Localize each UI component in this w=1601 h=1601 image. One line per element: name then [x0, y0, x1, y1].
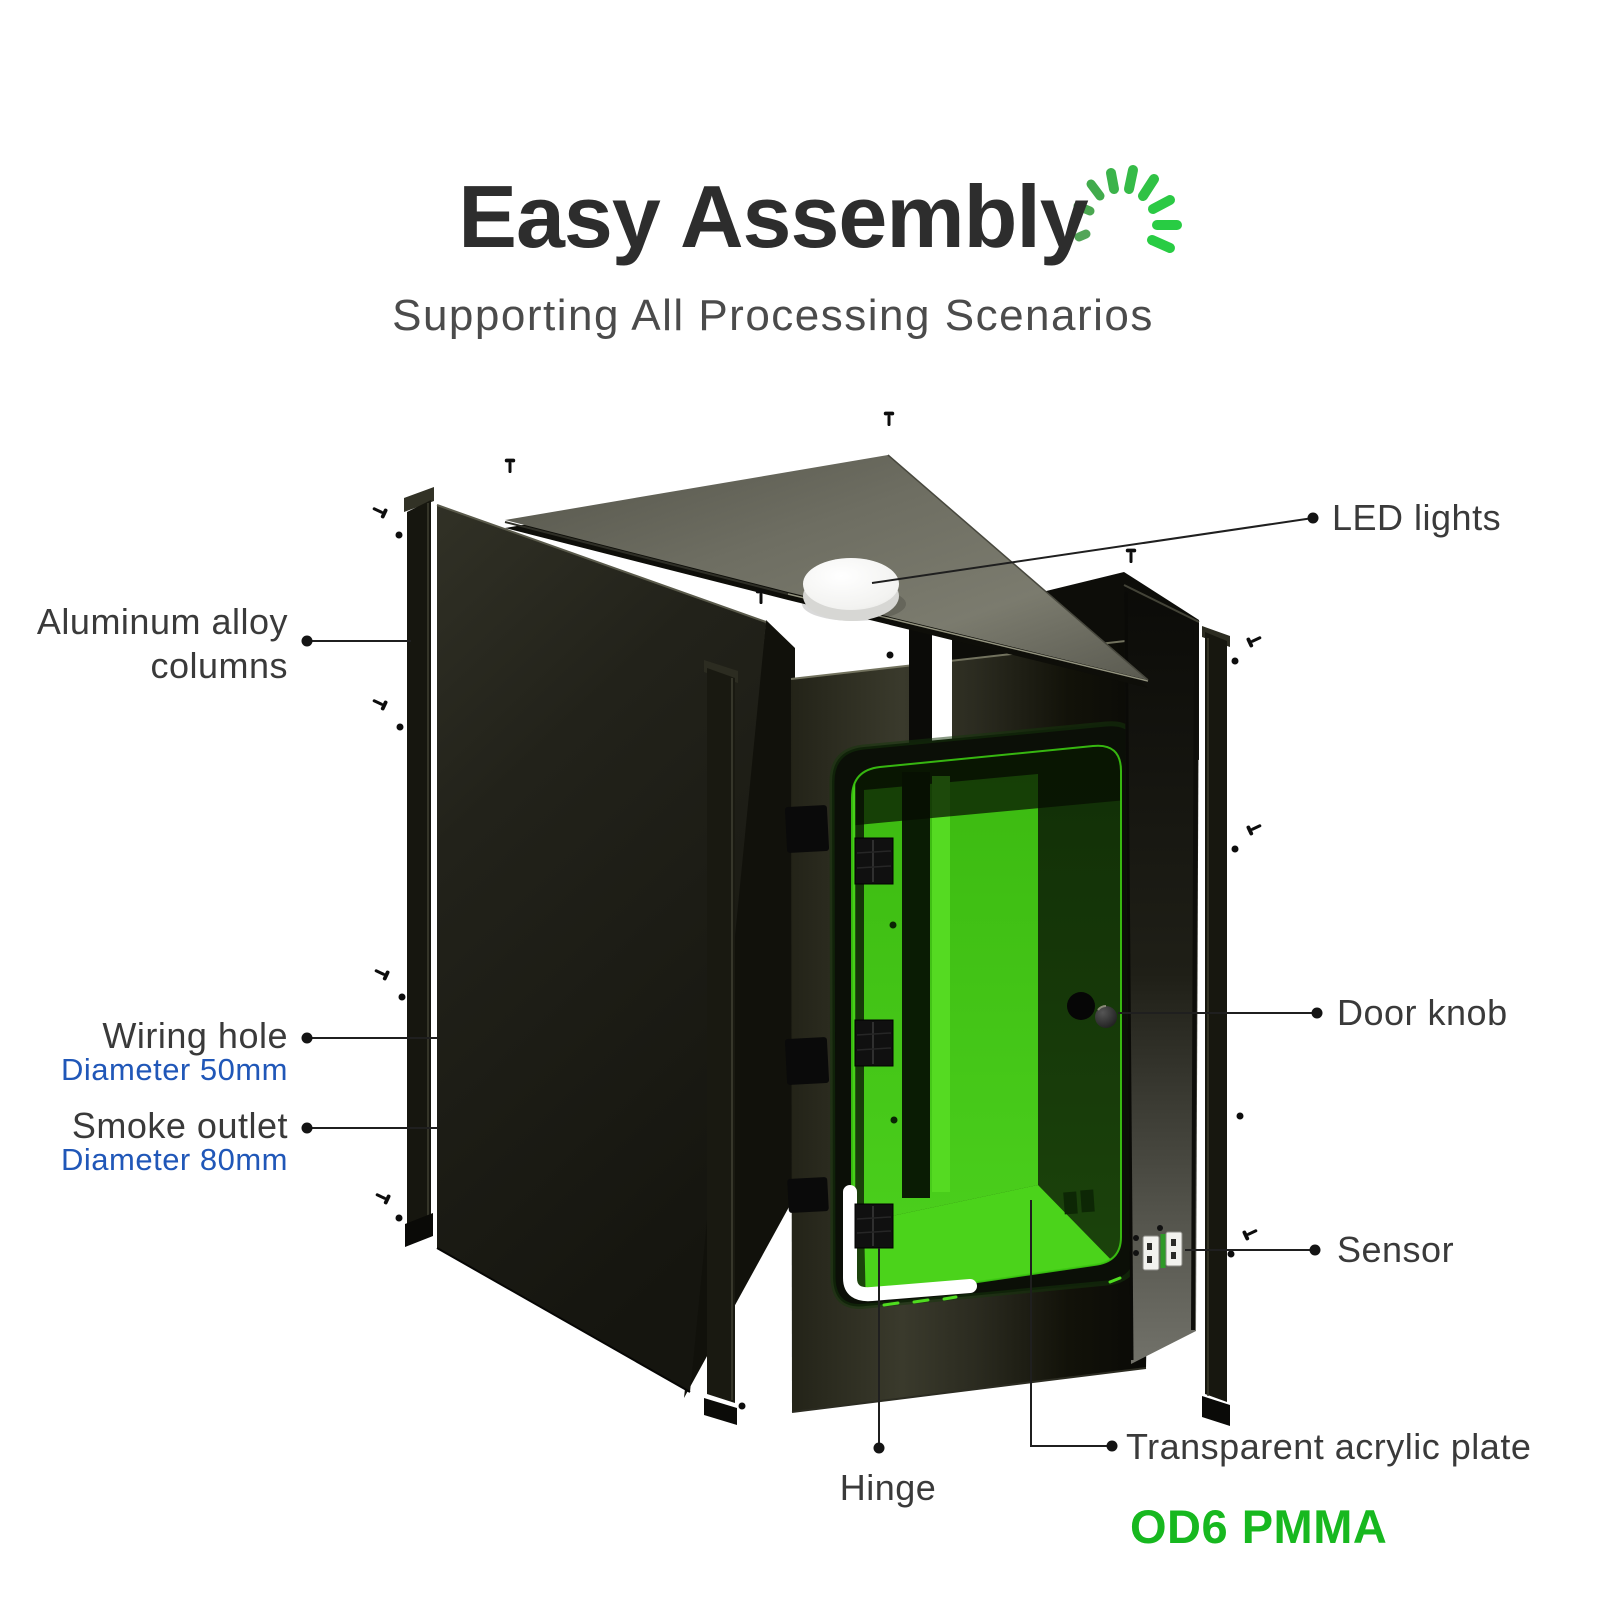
- screw-icon: [373, 1189, 392, 1205]
- screw-icon: [1245, 632, 1264, 648]
- screw-icon: [370, 503, 389, 519]
- aluminum-column-left: [404, 487, 434, 1247]
- label-acrylic-material: OD6 PMMA: [1130, 1500, 1387, 1553]
- sensor-icon: [1133, 1225, 1183, 1271]
- screw-icon: [1231, 845, 1239, 853]
- screw-icon: [395, 1214, 403, 1222]
- screw-icon: [372, 965, 391, 981]
- screw-icon: [1231, 657, 1239, 665]
- label-wiring-hole: Wiring hole: [102, 1015, 288, 1056]
- screw-icon: [370, 695, 389, 711]
- screw-icon: [1245, 820, 1264, 836]
- led-light-icon: [802, 558, 906, 621]
- aluminum-column-right: [1202, 626, 1230, 1426]
- acrylic-door-glass: [852, 745, 1121, 1297]
- page-title: Easy Assembly: [458, 167, 1089, 266]
- label-aluminum-columns-line2: columns: [150, 645, 288, 686]
- right-side-panel: [1123, 584, 1200, 1364]
- label-sensor: Sensor: [1337, 1229, 1454, 1270]
- screw-icon: [398, 993, 406, 1001]
- label-acrylic-plate: Transparent acrylic plate: [1126, 1426, 1531, 1467]
- left-side-panel: [436, 504, 767, 1393]
- label-aluminum-columns-line1: Aluminum alloy: [37, 601, 288, 642]
- hinge-icon: [854, 837, 894, 885]
- screw-icon: [1125, 548, 1137, 563]
- explosion-gap-sliver: [932, 612, 952, 774]
- page-subtitle: Supporting All Processing Scenarios: [392, 291, 1154, 340]
- top-panel: [504, 454, 1149, 688]
- screw-icon: [738, 1402, 746, 1410]
- screw-icon: [504, 458, 516, 473]
- screw-icon: [395, 531, 403, 539]
- glass-glints: [882, 1276, 1122, 1307]
- label-door-knob: Door knob: [1337, 992, 1508, 1033]
- sparkle-burst-icon: [1073, 165, 1182, 253]
- screw-icon: [886, 651, 894, 659]
- label-led-lights: LED lights: [1332, 497, 1501, 538]
- screw-icon: [755, 589, 767, 604]
- hinge-icon: [854, 1019, 894, 1067]
- door-hinges: [854, 837, 894, 1249]
- screw-icon: [883, 411, 895, 426]
- door-cutout-highlight: [843, 1185, 977, 1302]
- screw-icon: [396, 723, 404, 731]
- label-hinge: Hinge: [840, 1467, 937, 1508]
- frame-hinge-tabs: [784, 805, 830, 1213]
- screws: [370, 411, 1264, 1410]
- screw-icon: [1241, 1225, 1260, 1241]
- leader-lines: [301, 512, 1323, 1454]
- screw-icon: [1236, 1112, 1244, 1120]
- label-smoke-outlet: Smoke outlet: [72, 1105, 288, 1146]
- door-knob-icon: [1067, 992, 1117, 1028]
- screw-icon: [1227, 1250, 1235, 1258]
- label-smoke-outlet-diameter: Diameter 80mm: [61, 1142, 288, 1177]
- aluminum-column-front-left: [704, 660, 738, 1425]
- label-wiring-hole-diameter: Diameter 50mm: [61, 1052, 288, 1087]
- hinge-icon: [854, 1203, 894, 1249]
